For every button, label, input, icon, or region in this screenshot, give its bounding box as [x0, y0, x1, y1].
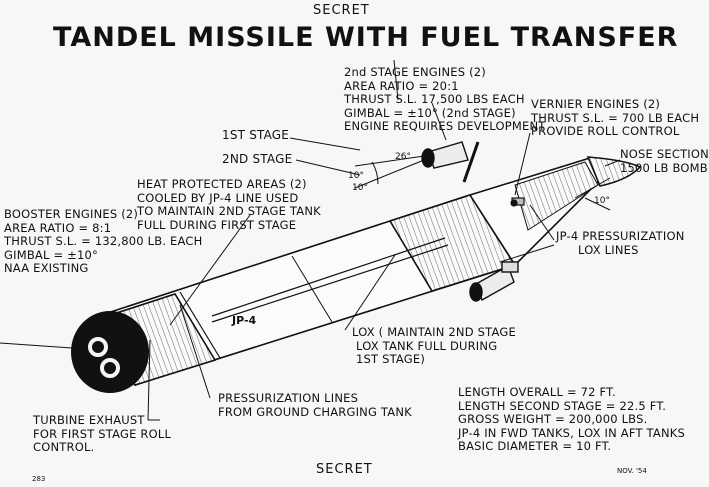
nose-section-label: NOSE SECTION 1500 LB BOMB [620, 147, 709, 175]
figure-number: 283 [32, 475, 46, 483]
vernier-engines-label: VERNIER ENGINES (2) THRUST S.L. = 700 LB… [531, 97, 700, 138]
leader-lines [0, 59, 621, 421]
classification-bottom: SECRET [316, 462, 373, 477]
second-stage-label: 2ND STAGE [222, 152, 293, 166]
first-stage-label: 1ST STAGE [222, 128, 290, 142]
vernier-engine [510, 197, 525, 207]
jp4-line [211, 237, 446, 317]
pressurization-lines-label: PRESSURIZATION LINES FROM GROUND CHARGIN… [218, 391, 412, 419]
angle-10c-label: 10° [594, 196, 610, 206]
second-stage-engine-upper [421, 141, 480, 183]
jp4-pressurization-label: JP-4 PRESSURIZATION LOX LINES [556, 229, 685, 257]
jp4-tank-label: JP-4 [231, 314, 257, 327]
aft-end [71, 311, 149, 393]
turbine-exhaust-label: TURBINE EXHAUST FOR FIRST STAGE ROLL CON… [33, 413, 172, 454]
angle-26-label: 26° [395, 152, 411, 162]
second-stage-engine-lower [469, 261, 519, 302]
lox-note-label: LOX ( MAINTAIN 2ND STAGE LOX TANK FULL D… [352, 325, 516, 366]
gimbal-angle-marks [354, 155, 611, 211]
page-title: TANDEL MISSILE WITH FUEL TRANSFER [53, 22, 679, 53]
second-stage-engines-label: 2nd STAGE ENGINES (2) AREA RATIO = 20:1 … [344, 65, 546, 133]
nose-section [586, 156, 642, 187]
angle-10a-label: 10° [348, 171, 364, 181]
classification-top: SECRET [313, 3, 370, 18]
angle-10b-label: 10° [352, 183, 368, 193]
figure-date: NOV. '54 [617, 467, 647, 475]
booster-engines-label: BOOSTER ENGINES (2) AREA RATIO = 8:1 THR… [4, 207, 203, 275]
heat-protected-label: HEAT PROTECTED AREAS (2) COOLED BY JP-4 … [137, 177, 321, 232]
specs-block: LENGTH OVERALL = 72 FT. LENGTH SECOND ST… [458, 385, 685, 453]
